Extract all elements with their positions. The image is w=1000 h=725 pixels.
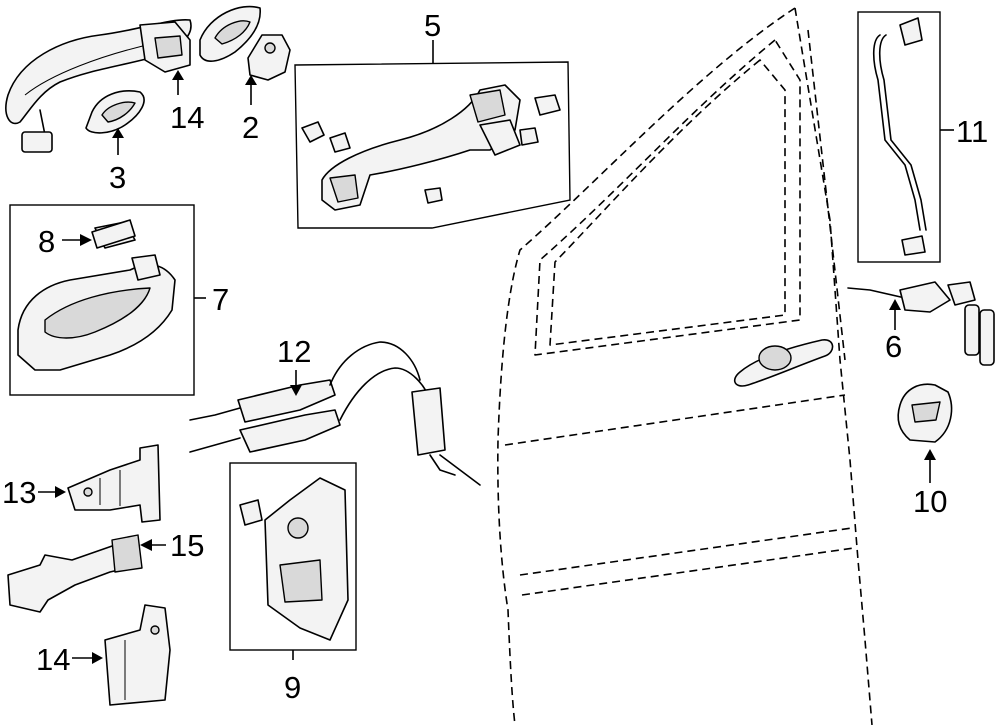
callout-8: 8 xyxy=(38,224,55,259)
callout-12: 12 xyxy=(277,334,311,369)
clip-part xyxy=(91,219,136,249)
callout-15: 15 xyxy=(170,528,204,563)
door-check xyxy=(7,534,143,613)
key-cylinder xyxy=(847,281,995,366)
inner-handle-box xyxy=(9,204,195,396)
callout-3: 3 xyxy=(109,160,126,195)
outer-handle xyxy=(5,18,192,153)
handle-bezel xyxy=(85,90,145,134)
callout-2: 2 xyxy=(242,110,259,145)
callout-9: 9 xyxy=(284,670,301,705)
callout-6: 6 xyxy=(885,329,902,364)
door-striker xyxy=(897,383,953,443)
callout-10: 10 xyxy=(913,484,947,519)
leader-lines xyxy=(38,40,954,664)
door-latch-box xyxy=(229,462,357,651)
callout-5: 5 xyxy=(424,8,441,43)
callout-11: 11 xyxy=(956,114,988,149)
callout-13: 13 xyxy=(2,475,36,510)
door-shell xyxy=(497,7,873,725)
door-hinge-upper xyxy=(67,444,161,523)
door-hinge-lower xyxy=(104,604,171,706)
callout-labels: 14 2 3 5 11 8 7 12 6 10 13 15 14 9 xyxy=(2,8,988,705)
handle-pad xyxy=(199,5,261,62)
door-handle-recess xyxy=(733,339,834,387)
callout-14-top: 14 xyxy=(170,100,204,135)
callout-7: 7 xyxy=(212,282,229,317)
outer-handle-base-box xyxy=(294,61,571,229)
handle-cover xyxy=(247,34,291,81)
latch-rod-box xyxy=(857,11,941,263)
callout-14-bottom: 14 xyxy=(36,642,70,677)
